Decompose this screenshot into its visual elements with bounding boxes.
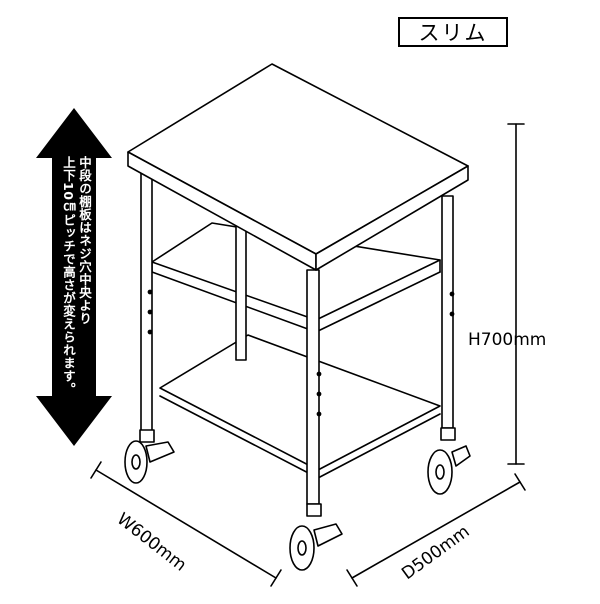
shelf-note-line-2: 上下10㎝ピッチで高さが変えられます。	[61, 156, 76, 396]
width-dimension-line	[90, 461, 282, 587]
left-leg	[140, 171, 153, 435]
height-label: H700mm	[468, 330, 547, 350]
height-adjust-arrow	[36, 108, 112, 446]
left-caster	[124, 429, 175, 484]
height-dimension-line	[507, 123, 525, 465]
variant-label: スリム	[398, 17, 508, 47]
shelf-note-line-1: 中段の棚板はネジ穴中央より	[77, 156, 92, 325]
front-caster	[289, 503, 343, 571]
front-leg	[306, 269, 322, 505]
depth-dimension-line	[346, 473, 526, 587]
tabletop	[127, 63, 469, 271]
variant-label-text: スリム	[418, 21, 488, 45]
bottom-shelf	[159, 334, 441, 479]
right-leg	[441, 195, 455, 429]
right-caster	[427, 427, 471, 495]
